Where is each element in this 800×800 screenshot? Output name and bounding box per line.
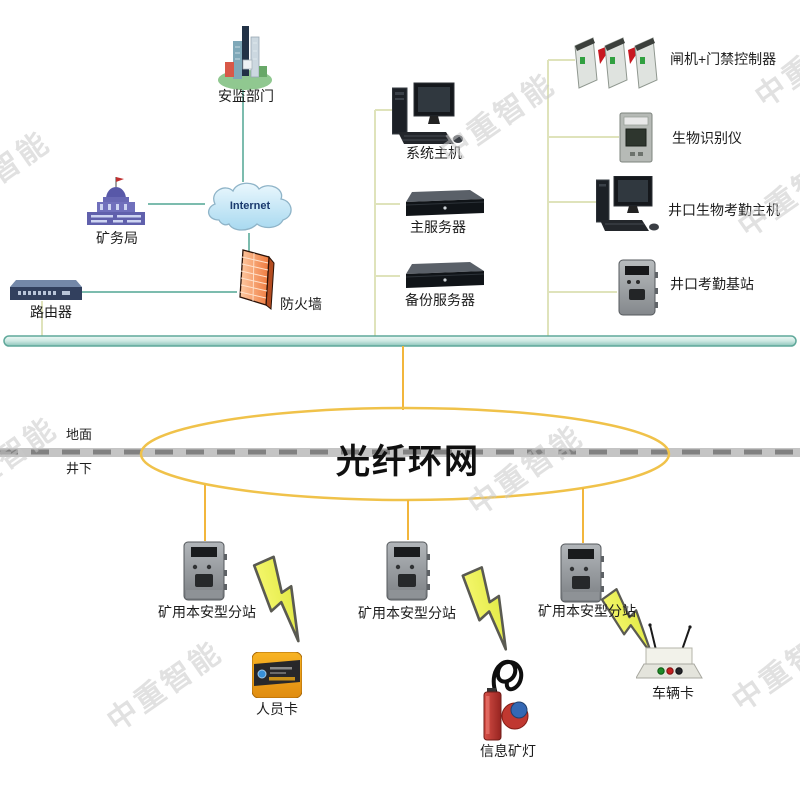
personnel-card-label: 人员卡 [256,701,298,717]
substation-2-label: 矿用本安型分站 [358,605,456,621]
internet-label: Internet [229,200,271,212]
vehicle-card-label: 车辆卡 [652,685,694,701]
turnstile-label: 闸机+门禁控制器 [670,51,777,67]
mining-bureau-label: 矿务局 [96,230,138,246]
turnstile-icon [573,30,669,94]
router-label: 路由器 [30,304,72,320]
pale-links [41,59,619,336]
info-miner-lamp-label: 信息矿灯 [480,743,536,759]
main-server-label: 主服务器 [410,219,466,235]
teal-links [82,90,250,293]
backup-server-label: 备份服务器 [405,292,475,308]
substation-3-icon [559,542,605,605]
wellhead-attendance-host-icon [596,176,662,234]
safety-dept-buildings-icon [215,25,275,91]
vehicle-card-icon [636,622,704,682]
wellhead-attendance-host-label: 井口生物考勤主机 [668,202,780,218]
biometric-reader-label: 生物识别仪 [672,130,742,146]
info-miner-lamp-icon [478,652,534,744]
internet-cloud: Internet [203,178,297,236]
system-host-icon [392,82,466,146]
personnel-card-icon [252,652,302,698]
backbone-bus [3,335,797,347]
mining-bureau-icon [83,176,149,230]
firewall-label: 防火墙 [280,296,322,312]
surface-side-label: 地面 [66,427,93,442]
underground-side-label: 井下 [66,461,93,476]
main-server-icon [398,190,486,220]
backup-server-icon [398,262,486,292]
firewall-icon [236,248,278,310]
substation-3-label: 矿用本安型分站 [538,603,636,619]
safety-dept-label: 安监部门 [218,88,274,104]
biometric-reader-icon [618,112,654,164]
bolt-icon [600,588,653,656]
substation-1-label: 矿用本安型分站 [158,604,256,620]
fiber-ring-label: 光纤环网 [336,443,480,481]
wellhead-attendance-base-icon [616,258,660,318]
wireless-bolts [252,555,653,656]
ring-to-substation-links [204,485,584,543]
bolt-icon [252,555,300,643]
router-icon [10,280,82,302]
substation-1-icon [182,540,228,603]
wellhead-attendance-base-label: 井口考勤基站 [670,276,754,292]
substation-2-icon [385,540,431,603]
fiber-ring-ellipse [139,406,671,502]
ground-band [0,448,800,457]
system-host-label: 系统主机 [406,145,462,161]
bolt-icon [461,566,508,651]
